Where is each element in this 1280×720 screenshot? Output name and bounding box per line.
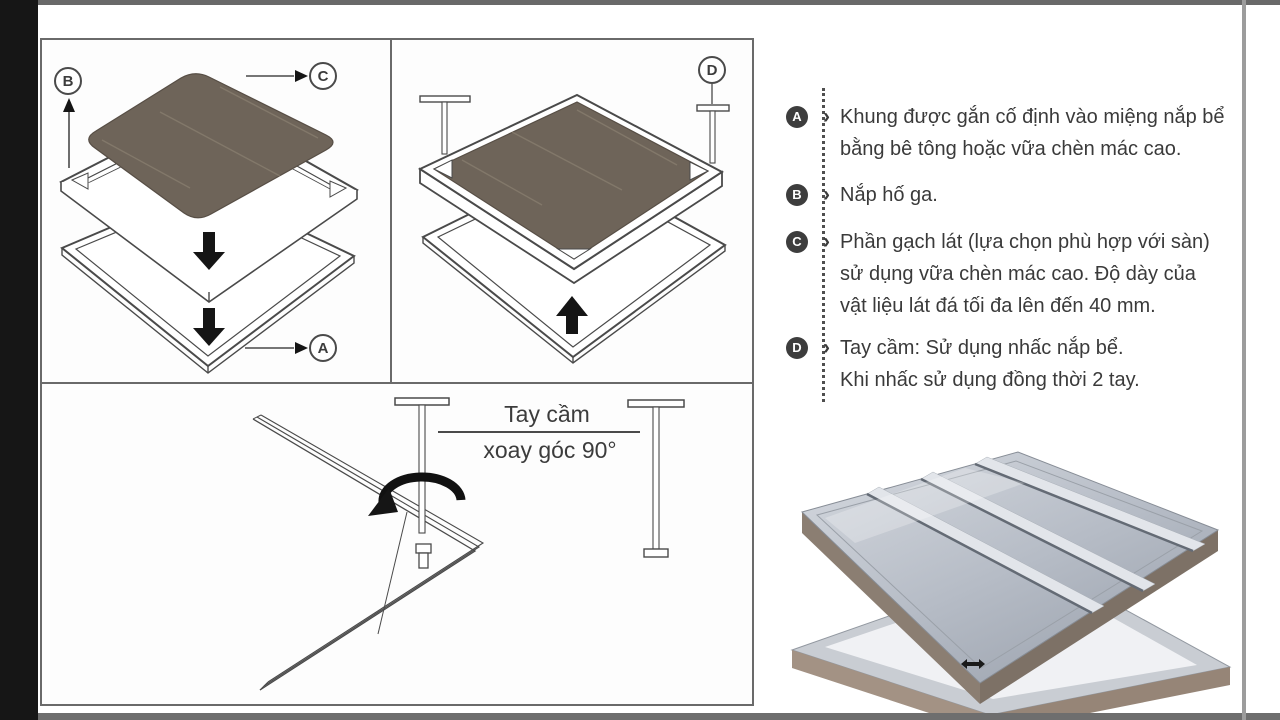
callout-b-label: B: [63, 73, 74, 90]
legend-badge-b: B: [786, 184, 808, 206]
callout-a-label: A: [318, 340, 329, 357]
rotation-caption-line1: Tay cầm: [504, 401, 590, 427]
lift-up-arrow: [556, 296, 588, 334]
chevron-right-icon: ›: [823, 230, 830, 253]
legend-text-b: Nắp hố ga.: [840, 184, 938, 206]
legend-text-d: Tay cầm: Sử dụng nhấc nắp bể. Khi nhấc s…: [840, 337, 1140, 391]
handle-rotation-diagram: Tay cầm xoay góc 90°: [252, 397, 685, 691]
lifting-key-right: [696, 104, 730, 164]
left-border-bar: [0, 0, 38, 720]
right-border-line: [1242, 0, 1246, 720]
top-border-bar: [0, 0, 1280, 5]
legend-badge-c: C: [786, 231, 808, 253]
legend: A › Khung được gắn cố định vào miệng nắp…: [786, 101, 1248, 396]
photo-ribs: [866, 456, 1206, 615]
callout-c: C: [246, 62, 337, 90]
callout-c-label: C: [318, 68, 329, 85]
lifting-key-left: [419, 95, 471, 155]
legend-item-b: B › Nắp hố ga.: [786, 179, 1248, 211]
corner-keyhole-front: [556, 248, 592, 260]
rotation-caption-line2: xoay góc 90°: [483, 437, 616, 463]
diagram-panel: B C A: [40, 38, 754, 706]
chevron-right-icon: ›: [823, 336, 830, 359]
standalone-key: [627, 399, 685, 558]
product-photo: [790, 451, 1232, 715]
legend-badge-d: D: [786, 337, 808, 359]
legend-item-a: A › Khung được gắn cố định vào miệng nắp…: [786, 101, 1248, 165]
chevron-right-icon: ›: [823, 105, 830, 128]
legend-badge-a: A: [786, 106, 808, 128]
legend-text-c: Phần gạch lát (lựa chọn phù hợp với sàn)…: [840, 231, 1210, 317]
rotation-caption: Tay cầm xoay góc 90°: [438, 401, 640, 463]
rotation-arc-arrow: [368, 472, 466, 516]
bottom-border-bar: [0, 713, 1280, 720]
legend-dotted-line: [822, 88, 825, 402]
callout-a: A: [245, 334, 337, 362]
inserted-key: [394, 397, 450, 569]
press-down-arrow-2: [193, 308, 225, 346]
corner-keyhole-left: [432, 159, 453, 179]
legend-item-d: D › Tay cầm: Sử dụng nhấc nắp bể. Khi nh…: [786, 332, 1248, 396]
callout-d-label: D: [707, 62, 718, 79]
photo-tray: [801, 451, 1220, 704]
frame-corner-profile: [252, 414, 485, 691]
cover-tray: [417, 93, 724, 285]
panel-divider-vertical: [390, 40, 392, 382]
corner-keyhole-right: [689, 161, 710, 181]
press-down-arrow-1: [193, 232, 225, 270]
chevron-right-icon: ›: [823, 183, 830, 206]
legend-item-c: C › Phần gạch lát (lựa chọn phù hợp với …: [786, 226, 1248, 322]
photo-arrow-sticker: [961, 659, 985, 669]
panel-divider-horizontal: [42, 382, 752, 384]
callout-d: D: [698, 56, 726, 104]
stone-slab: [88, 73, 334, 219]
legend-text-a: Khung được gắn cố định vào miệng nắp bể …: [840, 106, 1225, 160]
exploded-view-diagram: B C A: [54, 62, 359, 374]
assembled-view-diagram: D: [417, 56, 730, 364]
callout-b: B: [54, 67, 82, 168]
